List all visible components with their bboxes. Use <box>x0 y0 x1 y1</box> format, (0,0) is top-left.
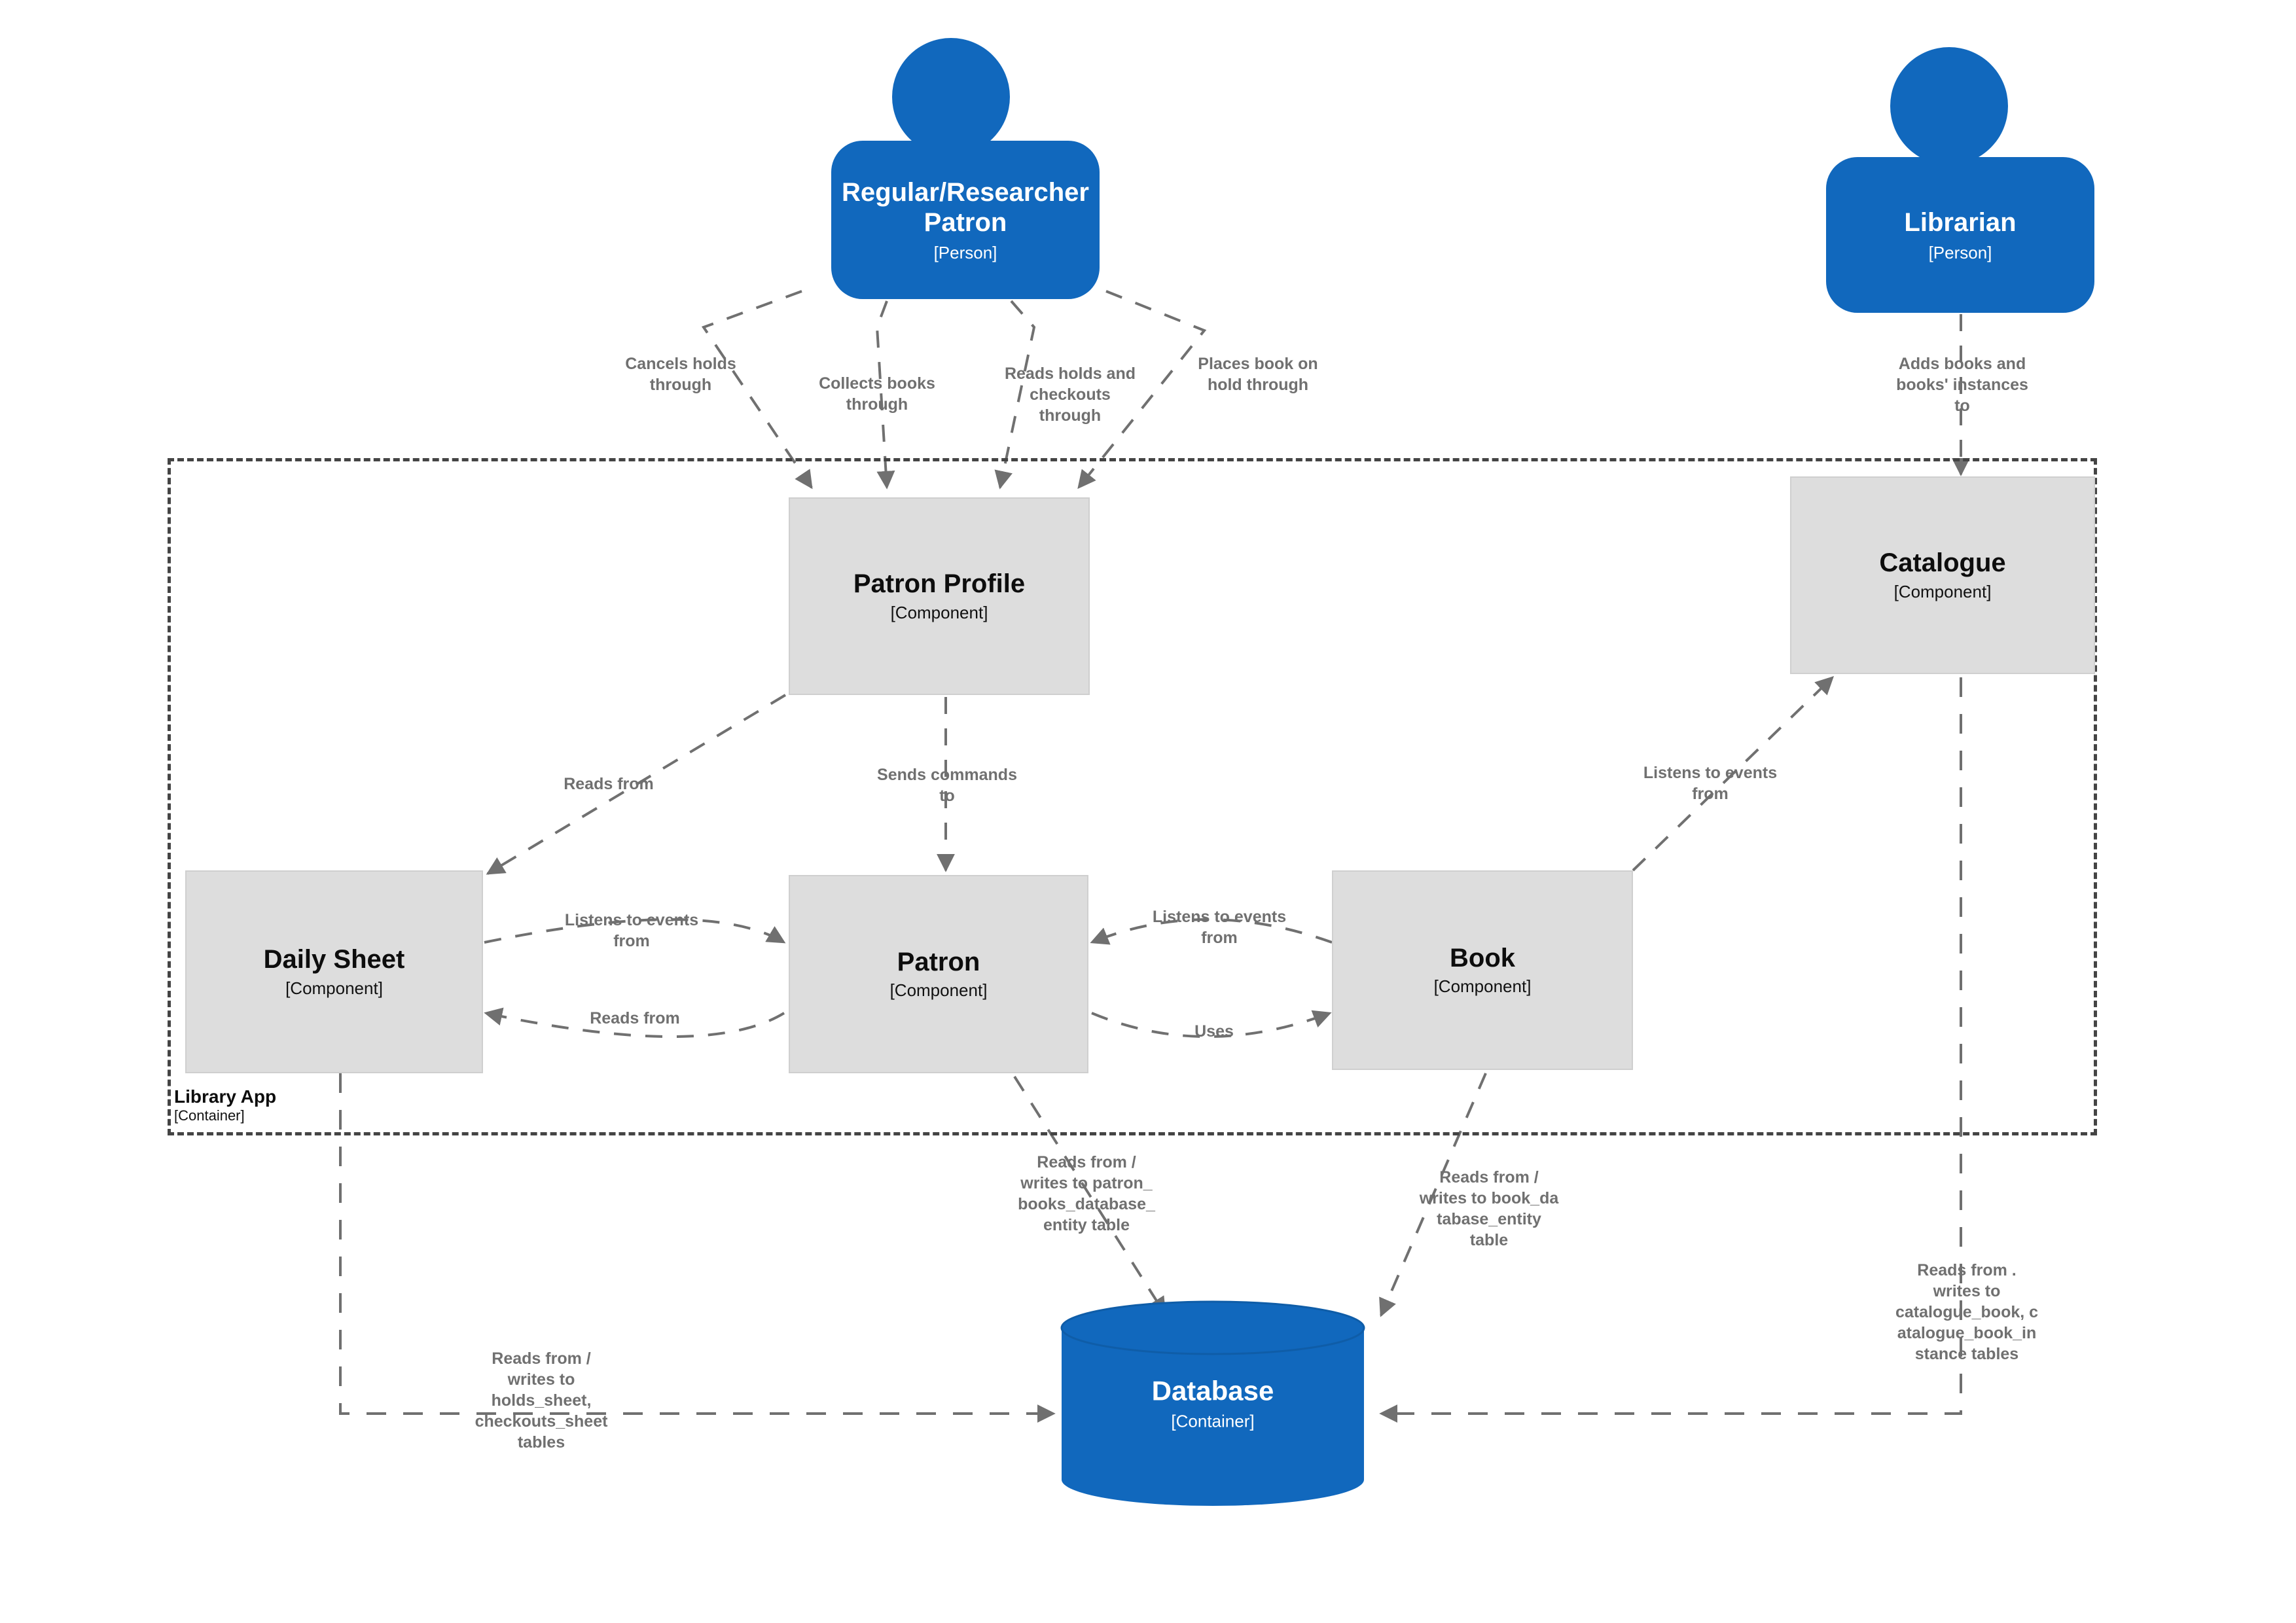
patron-person-body[interactable]: Regular/Researcher Patron [Person] <box>831 141 1100 299</box>
catalogue-title: Catalogue <box>1879 548 2006 578</box>
edge-patron-database <box>1013 1075 1166 1316</box>
librarian-name: Librarian <box>1904 207 2017 237</box>
catalogue-stereotype: [Component] <box>1893 581 1992 601</box>
librarian-head-icon <box>1890 47 2008 165</box>
edge-label-patron-database: Reads from / writes to patron_ books_dat… <box>1018 1153 1155 1234</box>
database-caption: Database [Container] <box>1059 1376 1367 1431</box>
component-patron[interactable]: Patron [Component] <box>789 875 1088 1073</box>
librarian-stereotype: [Person] <box>1928 242 1992 262</box>
edge-label-cancels-holds: Cancels holds through <box>625 355 736 394</box>
edge-label-dailysheet-database: Reads from / writes to holds_sheet, chec… <box>475 1349 608 1452</box>
daily-sheet-title: Daily Sheet <box>263 945 405 974</box>
library-app-boundary <box>168 458 2097 1135</box>
library-app-boundary-label: Library App [Container] <box>174 1086 449 1124</box>
book-stereotype: [Component] <box>1433 976 1532 997</box>
edge-label-places-book-on-hold: Places book on hold through <box>1198 355 1318 394</box>
component-book[interactable]: Book [Component] <box>1332 870 1633 1070</box>
edge-label-patron-reads-from-daily: Reads from <box>590 1009 680 1027</box>
edge-book-listens-patron <box>1090 918 1333 945</box>
datastore-database[interactable]: Database [Container] <box>1059 1299 1367 1508</box>
edge-patron-uses-book <box>1091 1010 1332 1038</box>
database-cylinder-icon <box>1060 1300 1365 1506</box>
edge-label-sends-commands-to: Sends commands to <box>877 766 1017 805</box>
edge-label-collects-books: Collects books through <box>819 374 935 414</box>
edge-catalogue-database <box>1379 677 1962 1423</box>
edge-label-profile-reads-from: Reads from <box>564 775 654 793</box>
edge-label-catalogue-listens-to-events: Listens to events from <box>1643 764 1778 803</box>
component-patron-profile[interactable]: Patron Profile [Component] <box>789 497 1090 695</box>
edge-label-book-database: Reads from / writes to book_da tabase_en… <box>1419 1168 1559 1249</box>
patron-component-stereotype: [Component] <box>889 980 988 1001</box>
boundary-title: Library App <box>174 1086 277 1107</box>
patron-person-stereotype: [Person] <box>933 242 997 262</box>
edge-label-catalogue-database: Reads from . writes to catalogue_book, c… <box>1895 1261 2039 1363</box>
edge-reads-holds <box>994 300 1036 490</box>
database-title: Database <box>1151 1375 1274 1406</box>
edge-collects-books <box>875 300 895 490</box>
book-title: Book <box>1450 943 1515 972</box>
edge-label-daily-listens-to-events: Listens to events from <box>564 911 699 950</box>
edge-dailysheet-database <box>339 1073 1056 1423</box>
edge-label-book-listens-to-events: Listens to events from <box>1152 908 1287 947</box>
edge-label-patron-uses-book: Uses <box>1194 1022 1234 1041</box>
edge-profile-reads-daily-sheet <box>486 694 787 875</box>
database-stereotype: [Container] <box>1171 1411 1255 1431</box>
edge-places-hold <box>1077 290 1207 490</box>
component-catalogue[interactable]: Catalogue [Component] <box>1790 476 2095 674</box>
patron-profile-stereotype: [Component] <box>890 602 988 622</box>
edge-book-listens-catalogue <box>1632 676 1835 872</box>
librarian-body[interactable]: Librarian [Person] <box>1826 157 2094 313</box>
boundary-stereotype: [Container] <box>174 1107 245 1124</box>
patron-component-title: Patron <box>897 947 980 976</box>
patron-profile-title: Patron Profile <box>853 569 1026 599</box>
edge-book-database <box>1379 1073 1487 1317</box>
patron-person-head-icon <box>892 38 1010 156</box>
edge-label-adds-books: Adds books and books' instances to <box>1896 355 2028 415</box>
edge-label-reads-holds-checkouts: Reads holds and checkouts through <box>1004 365 1136 425</box>
component-daily-sheet[interactable]: Daily Sheet [Component] <box>185 870 483 1073</box>
edge-cancels-holds <box>701 290 813 490</box>
daily-sheet-stereotype: [Component] <box>285 978 383 998</box>
patron-person-name: Regular/Researcher Patron <box>842 177 1089 237</box>
